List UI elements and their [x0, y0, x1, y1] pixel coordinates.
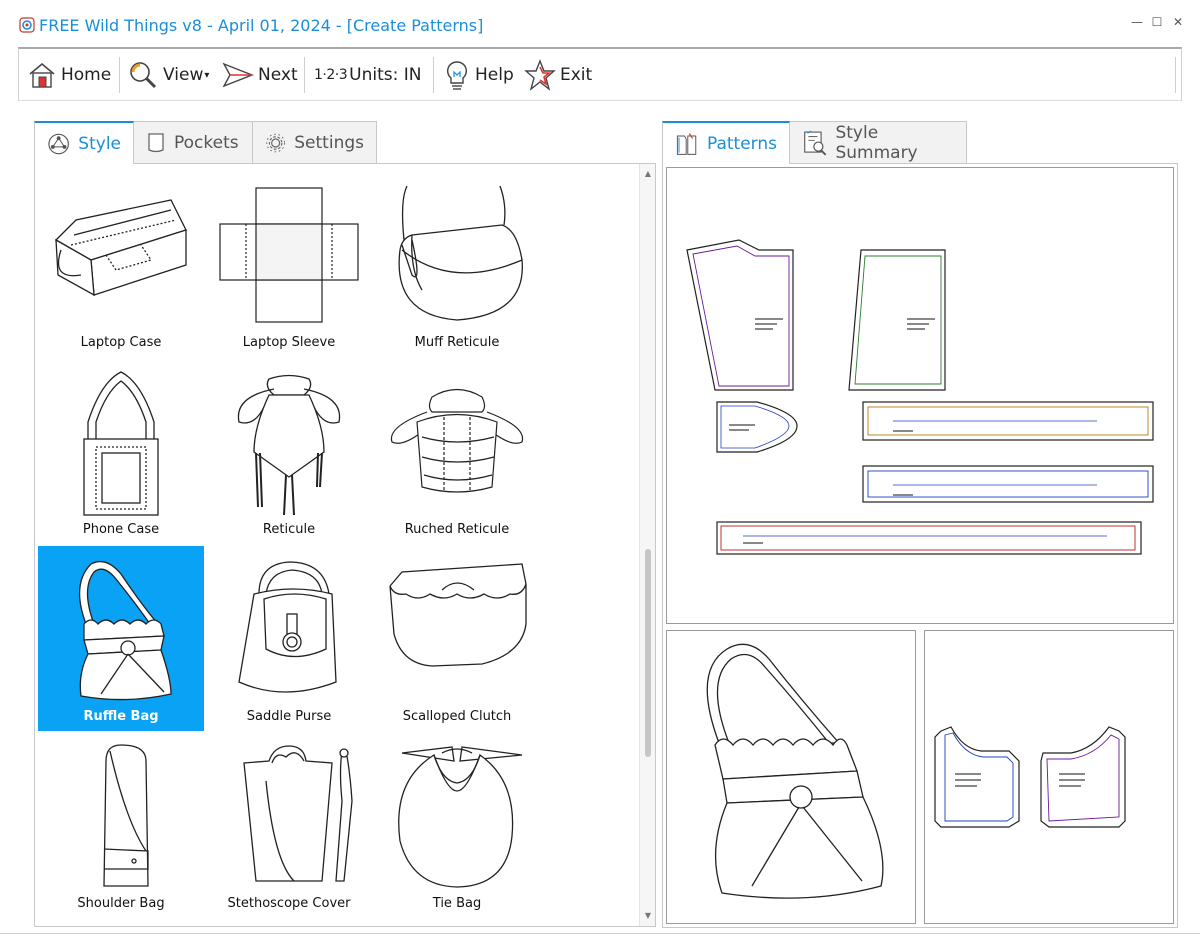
style-tile-ruffle-bag[interactable]: Ruffle Bag [38, 546, 204, 731]
style-network-icon [48, 133, 69, 154]
next-label: Next [258, 65, 298, 85]
tab-settings-label: Settings [294, 132, 364, 153]
ruffle-bag-preview-image [706, 643, 884, 899]
style-label: Ruffle Bag [83, 709, 159, 724]
style-label: Laptop Sleeve [242, 335, 336, 350]
laptop-sleeve-thumbnail [219, 187, 359, 323]
saddle-purse-thumbnail [238, 561, 337, 693]
tab-patterns[interactable]: Patterns [662, 121, 790, 164]
style-label: Scalloped Clutch [402, 709, 512, 724]
close-button[interactable]: ✕ [1172, 15, 1184, 29]
left-tab-strip: Style Pockets Settings [34, 121, 377, 164]
style-tile-scalloped-clutch[interactable]: Scalloped Clutch [374, 546, 540, 731]
app-logo-icon [19, 17, 35, 33]
ruffle-bag-thumbnail [78, 560, 172, 701]
scroll-thumb[interactable] [645, 549, 651, 757]
style-label: Shoulder Bag [77, 896, 165, 911]
style-tile-laptop-sleeve[interactable]: Laptop Sleeve [206, 172, 372, 357]
style-tile-stethoscope-cover[interactable]: Stethoscope Cover [206, 733, 372, 918]
home-button[interactable]: Home [27, 55, 111, 95]
exit-label: Exit [560, 65, 593, 85]
star-icon [524, 59, 556, 91]
tab-patterns-label: Patterns [706, 133, 777, 154]
style-tile-laptop-case[interactable]: Laptop Case [38, 172, 204, 357]
pattern-layout-preview [666, 167, 1174, 624]
tab-settings[interactable]: Settings [252, 121, 377, 163]
units-label: Units: IN [349, 65, 422, 85]
shoulder-bag-thumbnail [103, 744, 149, 887]
style-tile-saddle-purse[interactable]: Saddle Purse [206, 546, 372, 731]
gear-icon [266, 133, 285, 152]
magnifier-icon [130, 62, 157, 89]
tab-style[interactable]: Style [34, 121, 134, 164]
toolbar-divider [433, 57, 434, 93]
tie-bag-thumbnail [398, 746, 523, 888]
status-divider [0, 933, 1200, 934]
style-label: Tie Bag [432, 896, 482, 911]
tab-pockets[interactable]: Pockets [133, 121, 253, 163]
muff-reticule-thumbnail [398, 185, 523, 321]
scalloped-clutch-thumbnail [389, 563, 527, 667]
tab-style-label: Style [78, 133, 121, 154]
pocket-pattern-preview [924, 630, 1174, 924]
scroll-up-button[interactable]: ▲ [644, 169, 652, 178]
toolbar-divider [119, 57, 120, 93]
style-summary-icon [804, 130, 827, 155]
style-tile-shoulder-bag[interactable]: Shoulder Bag [38, 733, 204, 918]
units-button[interactable]: 1·2·3 Units: IN [314, 55, 421, 95]
phone-case-thumbnail [83, 371, 159, 516]
home-icon [29, 62, 55, 88]
tab-style-summary[interactable]: Style Summary [789, 121, 967, 163]
toolbar-divider [304, 57, 305, 93]
next-button[interactable]: Next [222, 55, 298, 95]
toolbar-divider [1175, 57, 1176, 93]
title-bar: FREE Wild Things v8 - April 01, 2024 - [… [0, 0, 1200, 50]
pattern-pieces-icon [676, 132, 697, 155]
help-button[interactable]: Help [443, 55, 514, 95]
window-title: FREE Wild Things v8 - April 01, 2024 - [… [39, 16, 484, 35]
units-icon: 1·2·3 [314, 67, 348, 83]
style-label: Ruched Reticule [404, 522, 510, 537]
toolbar: Home View ▾ Next 1·2·3 Units: IN [18, 47, 1182, 101]
style-gallery: Laptop Case Laptop Sleeve [34, 163, 656, 927]
style-label: Saddle Purse [246, 709, 332, 724]
tab-style-summary-label: Style Summary [835, 122, 918, 163]
style-tile-ruched-reticule[interactable]: Ruched Reticule [374, 359, 540, 544]
lightbulb-icon [447, 61, 467, 90]
tab-pockets-label: Pockets [174, 132, 239, 153]
gallery-scrollbar[interactable]: ▲ ▼ [639, 164, 655, 926]
laptop-case-thumbnail [54, 199, 187, 297]
pattern-layout-canvas [686, 239, 1154, 555]
home-label: Home [61, 65, 112, 85]
ruched-reticule-thumbnail [390, 388, 524, 493]
view-button[interactable]: View ▾ [127, 55, 209, 95]
maximize-button[interactable]: ☐ [1151, 15, 1163, 29]
scroll-down-button[interactable]: ▼ [644, 911, 652, 920]
bag-preview [666, 630, 916, 924]
style-tile-reticule[interactable]: Reticule [206, 359, 372, 544]
right-tab-strip: Patterns Style Summary [662, 121, 967, 164]
chevron-down-icon: ▾ [204, 69, 210, 81]
style-tile-tie-bag[interactable]: Tie Bag [374, 733, 540, 918]
minimize-button[interactable]: — [1131, 15, 1143, 29]
view-label: View [163, 65, 204, 85]
stethoscope-cover-thumbnail [243, 745, 353, 882]
style-label: Phone Case [82, 522, 160, 537]
style-label: Laptop Case [80, 335, 162, 350]
style-label: Muff Reticule [414, 335, 500, 350]
reticule-thumbnail [237, 374, 341, 516]
help-label: Help [475, 65, 514, 85]
exit-button[interactable]: Exit [524, 55, 592, 95]
paper-plane-icon [222, 62, 254, 88]
pocket-pattern-canvas [934, 726, 1126, 828]
style-tile-phone-case[interactable]: Phone Case [38, 359, 204, 544]
style-label: Reticule [262, 522, 316, 537]
right-panel [662, 163, 1178, 928]
style-tile-muff-reticule[interactable]: Muff Reticule [374, 172, 540, 357]
pocket-icon [148, 132, 164, 152]
style-label: Stethoscope Cover [227, 896, 351, 911]
